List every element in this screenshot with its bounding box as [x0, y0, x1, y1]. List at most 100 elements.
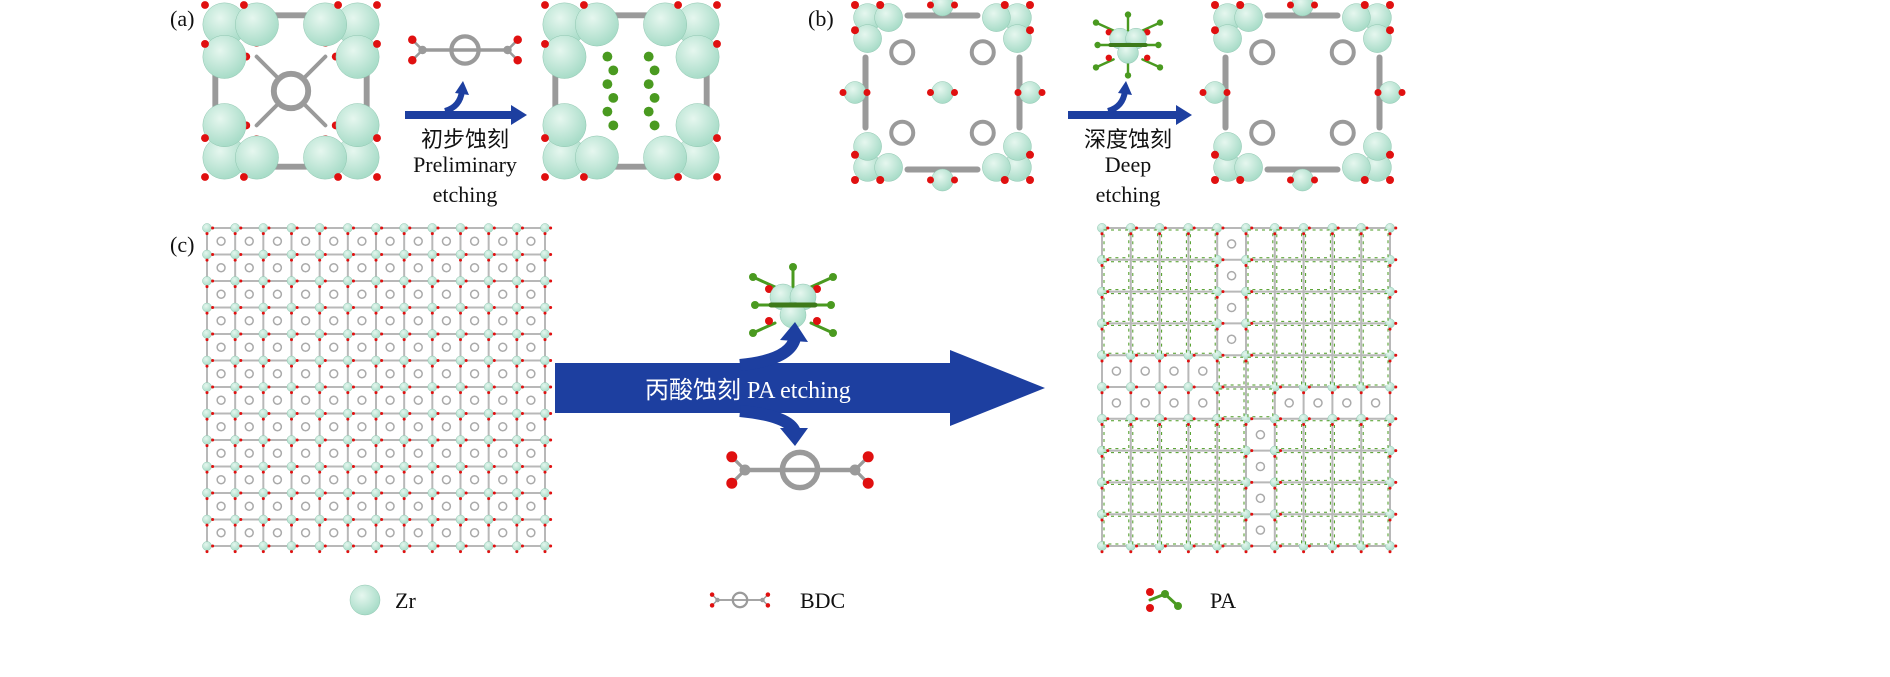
pore-void	[1103, 261, 1130, 291]
oxygen-atom	[543, 232, 547, 236]
oxygen-atom	[1365, 417, 1369, 421]
oxygen-atom	[1221, 290, 1225, 294]
pa-atom	[827, 301, 835, 309]
oxygen-atom	[487, 444, 491, 448]
pore-void	[1132, 229, 1159, 259]
carbon-atom	[715, 597, 720, 603]
oxygen-atom	[464, 332, 468, 336]
benzene-ring	[385, 342, 395, 352]
oxygen-atom	[346, 364, 350, 368]
oxygen-atom	[380, 332, 384, 336]
oxygen-atom	[515, 391, 519, 395]
zr-atom	[540, 355, 550, 366]
oxygen-atom	[709, 603, 715, 608]
oxygen-atom	[1394, 385, 1398, 389]
zr-atom	[483, 461, 494, 472]
oxygen-atom	[464, 279, 468, 283]
oxygen-atom	[295, 491, 299, 495]
oxygen-atom	[261, 444, 265, 448]
zr-atom	[512, 223, 522, 233]
oxygen-atom	[1273, 232, 1277, 236]
pore-void	[1247, 388, 1274, 418]
pa-cluster-b	[1092, 11, 1164, 79]
oxygen-atom	[543, 497, 547, 501]
oxygen-atom	[1215, 423, 1219, 427]
oxygen-atom	[346, 497, 350, 501]
pore-void	[1218, 388, 1245, 418]
oxygen-atom	[1359, 423, 1363, 427]
zr-atom	[512, 249, 522, 260]
benzene-ring	[272, 501, 283, 511]
zr-atom	[483, 514, 494, 525]
benzene-ring	[216, 501, 226, 511]
pore-void	[1276, 515, 1303, 545]
zr-atom	[575, 135, 619, 180]
zr-atom	[1363, 24, 1392, 53]
oxygen-atom	[1186, 359, 1190, 363]
pore-void	[1103, 293, 1130, 322]
oxygen-atom	[464, 412, 468, 415]
benzene-ring	[216, 448, 226, 458]
zr-atom	[286, 355, 297, 366]
zr-atom	[343, 408, 353, 419]
step-label-cn-b: 深度蚀刻	[1083, 127, 1173, 152]
benzene-ring	[498, 316, 508, 326]
zr-atom	[314, 329, 325, 339]
zr-atom	[371, 435, 381, 445]
oxygen-atom	[1279, 385, 1283, 389]
zr-atom	[540, 302, 550, 313]
pore-void	[1305, 515, 1331, 545]
benzene-ring	[216, 263, 226, 273]
zr-atom	[1154, 382, 1165, 392]
zr-atom	[202, 514, 212, 525]
pa-atom	[1156, 64, 1164, 71]
benzene-ring	[385, 236, 395, 246]
pore-void	[1132, 293, 1159, 322]
benzene-ring	[357, 369, 367, 379]
step-label-en-b2: etching	[1095, 182, 1161, 207]
oxygen-atom	[430, 285, 434, 289]
benzene-ring	[1111, 398, 1122, 408]
oxygen-atom	[1223, 89, 1231, 96]
benzene-ring	[441, 422, 452, 432]
oxygen-atom	[464, 253, 468, 256]
oxygen-atom	[1386, 150, 1394, 159]
zr-atom	[343, 276, 353, 286]
zr-atom	[1342, 153, 1371, 182]
benzene-ring	[244, 395, 254, 405]
zr-atom	[235, 2, 279, 47]
oxygen-atom	[1386, 176, 1394, 184]
benzene-ring	[270, 70, 312, 112]
zr-atom	[258, 461, 269, 472]
mof-unit-cell-a-before	[201, 1, 381, 181]
oxygen-atom	[1192, 385, 1196, 389]
pore-void	[1189, 261, 1216, 291]
oxygen-atom	[1129, 232, 1133, 236]
oxygen-atom	[380, 253, 384, 256]
pore-void	[1305, 261, 1331, 291]
pore-void	[1218, 483, 1245, 513]
zr-atom	[314, 461, 325, 472]
oxygen-atom	[1236, 176, 1245, 184]
benzene-ring	[385, 422, 395, 432]
benzene-ring	[329, 528, 339, 538]
benzene-ring	[413, 528, 423, 538]
oxygen-atom	[295, 332, 299, 336]
pore-void	[1247, 293, 1274, 322]
zr-atom	[982, 3, 1011, 32]
pa-atom	[643, 106, 654, 117]
benzene-ring	[385, 263, 395, 273]
oxygen-atom	[318, 232, 322, 236]
oxygen-atom	[267, 518, 271, 521]
oxygen-atom	[1279, 226, 1283, 230]
zr-atom	[540, 329, 550, 339]
zr-atom	[230, 329, 240, 339]
oxygen-atom	[1100, 327, 1104, 331]
benzene-ring	[272, 528, 283, 538]
oxygen-atom	[1106, 353, 1110, 357]
oxygen-atom	[402, 470, 406, 474]
oxygen-atom	[402, 338, 406, 342]
zr-atom	[399, 514, 409, 525]
pa-atom	[1124, 11, 1132, 18]
carbon-atom	[503, 45, 512, 55]
